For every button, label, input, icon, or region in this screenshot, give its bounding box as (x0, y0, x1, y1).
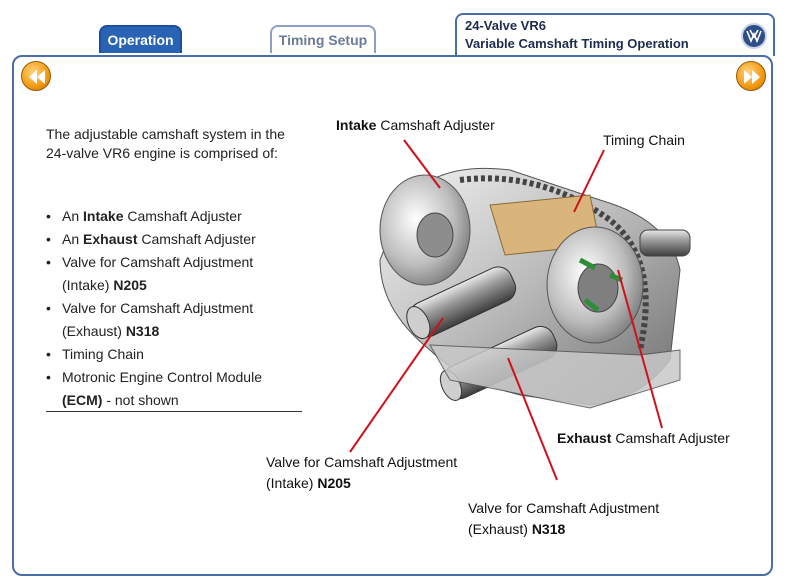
label-valve-intake: Valve for Camshaft Adjustment (Intake) N… (266, 452, 457, 494)
label-text: Valve for Camshaft Adjustment (266, 454, 458, 470)
component-list: An Intake Camshaft Adjuster An Exhaust C… (46, 205, 306, 412)
divider (46, 411, 302, 412)
header-title-line1: 24-Valve VR6 (465, 18, 546, 33)
list-item-text: Camshaft Adjuster (137, 231, 256, 247)
list-item: An Intake Camshaft Adjuster (46, 205, 306, 228)
engine-illustration (379, 167, 691, 409)
list-item-bold: N205 (113, 277, 147, 293)
list-item-text: Motronic Engine Control Module (62, 369, 262, 385)
label-text: (Exhaust) (468, 521, 532, 537)
list-item-text: (Intake) (62, 277, 114, 293)
vw-logo-icon (741, 23, 767, 49)
label-bold: N205 (317, 475, 351, 491)
list-item-text: An (62, 231, 84, 247)
fast-forward-icon (744, 70, 760, 84)
list-item-text: An (62, 208, 84, 224)
list-item-text: Valve for Camshaft Adjustment (62, 254, 254, 270)
label-exhaust-adjuster: Exhaust Camshaft Adjuster (557, 428, 730, 449)
list-item-bold: Intake (83, 208, 124, 224)
header-title-box: 24-Valve VR6 Variable Camshaft Timing Op… (455, 13, 775, 56)
label-text: Camshaft Adjuster (376, 117, 495, 133)
list-item-text: Camshaft Adjuster (123, 208, 242, 224)
next-button[interactable] (736, 61, 766, 91)
label-timing-chain: Timing Chain (603, 132, 685, 148)
label-bold: N318 (531, 521, 566, 537)
label-bold: Intake (336, 117, 377, 133)
label-text: Camshaft Adjuster (611, 430, 730, 446)
list-item: Motronic Engine Control Module (ECM) - n… (46, 366, 306, 412)
header-title-line2: Variable Camshaft Timing Operation (465, 36, 689, 51)
list-item-text: - not shown (102, 392, 179, 408)
previous-button[interactable] (21, 61, 51, 91)
list-item-bold: (ECM) (62, 392, 103, 408)
list-item: Valve for Camshaft Adjustment (Exhaust) … (46, 297, 306, 343)
list-item-text: Valve for Camshaft Adjustment (62, 300, 254, 316)
label-bold: Exhaust (557, 430, 612, 446)
label-text: Valve for Camshaft Adjustment (468, 500, 660, 516)
tab-operation[interactable]: Operation (99, 25, 182, 53)
rewind-icon (29, 70, 45, 84)
list-item-bold: N318 (125, 323, 160, 339)
label-intake-adjuster: Intake Camshaft Adjuster (336, 115, 495, 136)
list-item-text: (Exhaust) (62, 323, 126, 339)
tab-timing-setup[interactable]: Timing Setup (270, 25, 376, 53)
list-item-bold: Exhaust (83, 231, 138, 247)
intro-text: The adjustable camshaft system in the 24… (46, 126, 285, 161)
list-item: An Exhaust Camshaft Adjuster (46, 228, 306, 251)
list-item: Valve for Camshaft Adjustment (Intake) N… (46, 251, 306, 297)
list-item-text: Timing Chain (62, 346, 144, 362)
label-valve-exhaust: Valve for Camshaft Adjustment (Exhaust) … (468, 498, 659, 540)
label-text: (Intake) (266, 475, 318, 491)
list-item: Timing Chain (46, 343, 306, 366)
